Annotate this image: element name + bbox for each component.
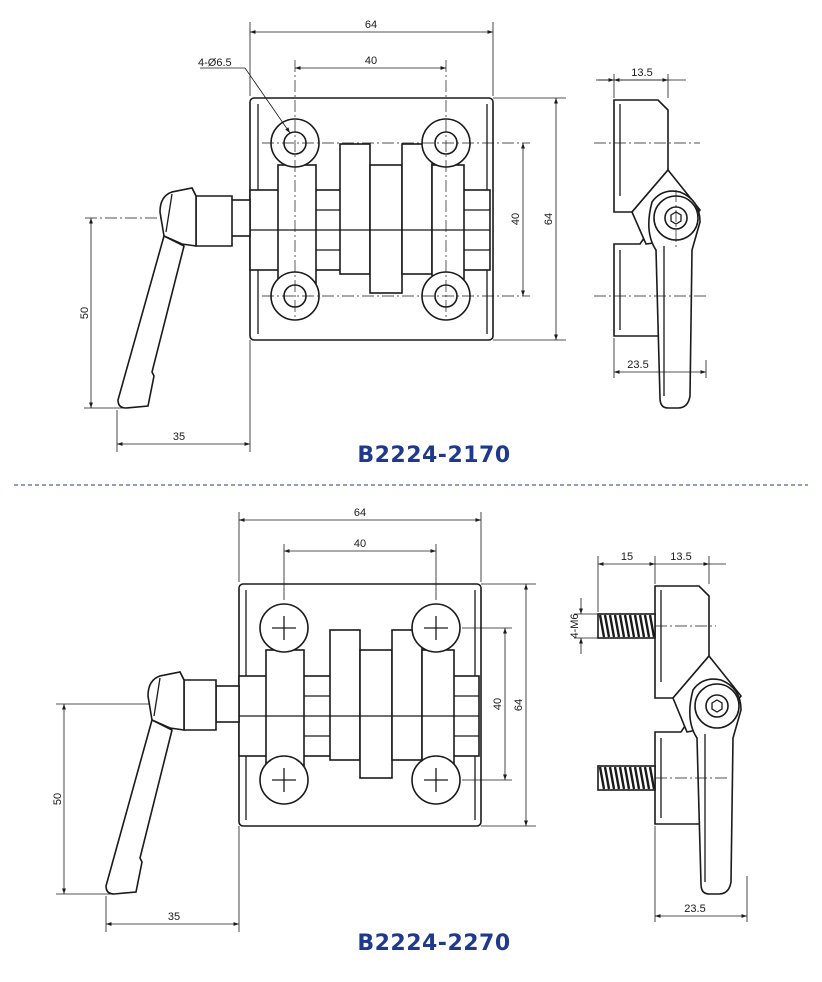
bottom-side-depth-dim: 23.5 (684, 903, 705, 915)
top-side-depth-dim: 23.5 (627, 359, 648, 371)
top-width-dim: 64 (365, 19, 377, 31)
bottom-stud-length-dim: 15 (621, 551, 633, 563)
top-front-dimensions: 64 40 4-Ø6.5 64 40 50 35 (79, 19, 566, 452)
top-lever-length-dim: 50 (79, 307, 91, 319)
top-holes-callout: 4-Ø6.5 (198, 57, 232, 69)
top-hole-pitch-v-dim: 40 (510, 213, 522, 225)
bottom-hole-pitch-dim: 40 (354, 538, 366, 550)
bottom-height-dim: 64 (513, 699, 525, 711)
bottom-front-view (105, 583, 482, 895)
bottom-lever-length-dim: 50 (52, 793, 64, 805)
bottom-model-label: B2224-2270 (357, 931, 510, 956)
top-model-label: B2224-2170 (357, 443, 510, 468)
top-side-thickness-dim: 13.5 (631, 67, 652, 79)
bottom-front-dimensions: 64 40 64 40 50 35 (52, 507, 536, 932)
bottom-side-dimensions: 15 13.5 4-M6 23.5 (569, 551, 748, 922)
bottom-lever-offset-dim: 35 (168, 911, 180, 923)
top-side-dimensions: 13.5 23.5 (596, 67, 707, 378)
top-side-view (594, 99, 706, 409)
top-lever-offset-dim: 35 (173, 431, 185, 443)
bottom-thread-callout: 4-M6 (569, 613, 581, 638)
top-front-view (85, 60, 530, 409)
bottom-hole-pitch-v-dim: 40 (492, 698, 504, 710)
top-hole-pitch-dim: 40 (365, 55, 377, 67)
bottom-width-dim: 64 (354, 507, 366, 519)
bottom-side-view (597, 585, 743, 895)
top-height-dim: 64 (543, 213, 555, 225)
bottom-side-thickness-dim: 13.5 (670, 551, 691, 563)
